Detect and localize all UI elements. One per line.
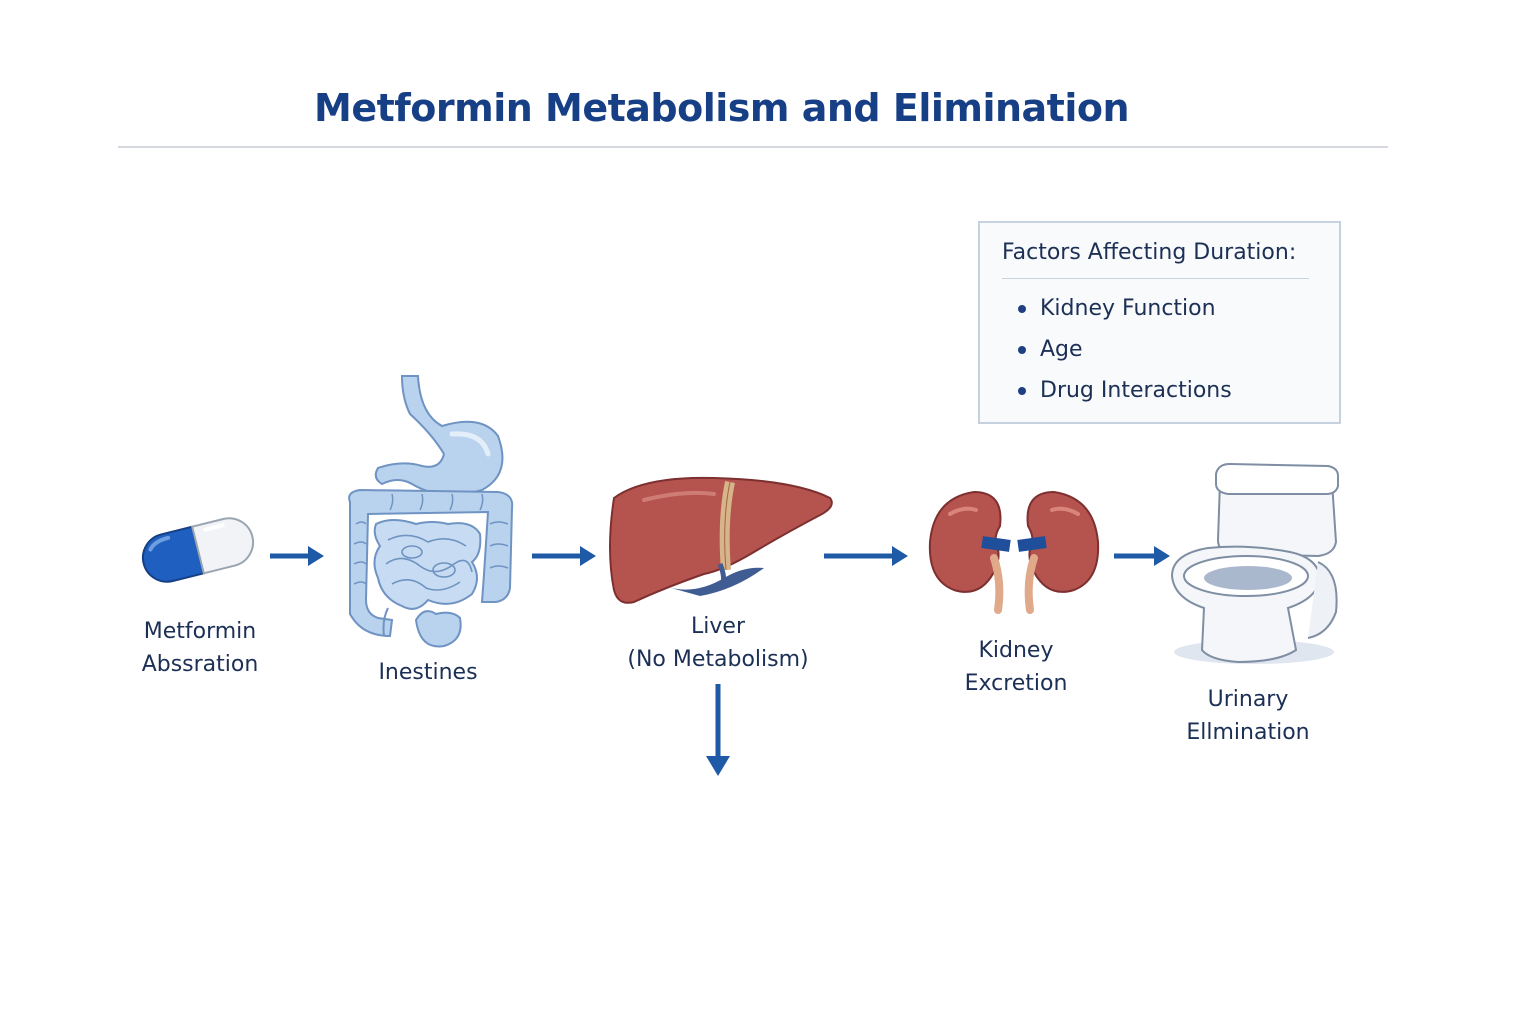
bullet-icon: [1018, 305, 1026, 313]
factor-item-kidney-function: Kidney Function: [1016, 293, 1232, 334]
factors-list: Kidney Function Age Drug Interactions: [1016, 293, 1232, 416]
arrow-capsule-to-intestines: [270, 546, 324, 566]
stage-label-liver: Liver (No Metabolism): [627, 614, 809, 672]
factor-item-age: Age: [1016, 334, 1232, 375]
stage-label-absorption: Metformin Abssration: [141, 619, 259, 677]
stage-label-urinary: Urinary Ellmination: [1186, 687, 1310, 745]
title-divider: [118, 146, 1388, 148]
stage-label-kidney: Kidney Excretion: [964, 638, 1068, 696]
factors-divider: [1002, 278, 1309, 279]
arrow-down-from-liver: [706, 684, 730, 776]
arrow-intestines-to-liver: [532, 546, 596, 566]
liver-icon: [609, 476, 833, 604]
stage-label-intestines: Inestines: [378, 660, 478, 685]
factor-item-drug-interactions: Drug Interactions: [1016, 375, 1232, 416]
factors-panel: Factors Affecting Duration: Kidney Funct…: [978, 221, 1341, 424]
bullet-icon: [1018, 387, 1026, 395]
kidneys-icon: [928, 490, 1100, 614]
pill-capsule-icon: [141, 517, 255, 583]
arrow-liver-to-kidneys: [824, 546, 908, 566]
factors-heading: Factors Affecting Duration:: [1002, 240, 1297, 265]
diagram-title: Metformin Metabolism and Elimination: [314, 86, 1130, 130]
arrow-kidneys-to-toilet: [1114, 546, 1170, 566]
toilet-icon: [1170, 462, 1339, 664]
bullet-icon: [1018, 346, 1026, 354]
intestines-icon: [348, 375, 514, 648]
